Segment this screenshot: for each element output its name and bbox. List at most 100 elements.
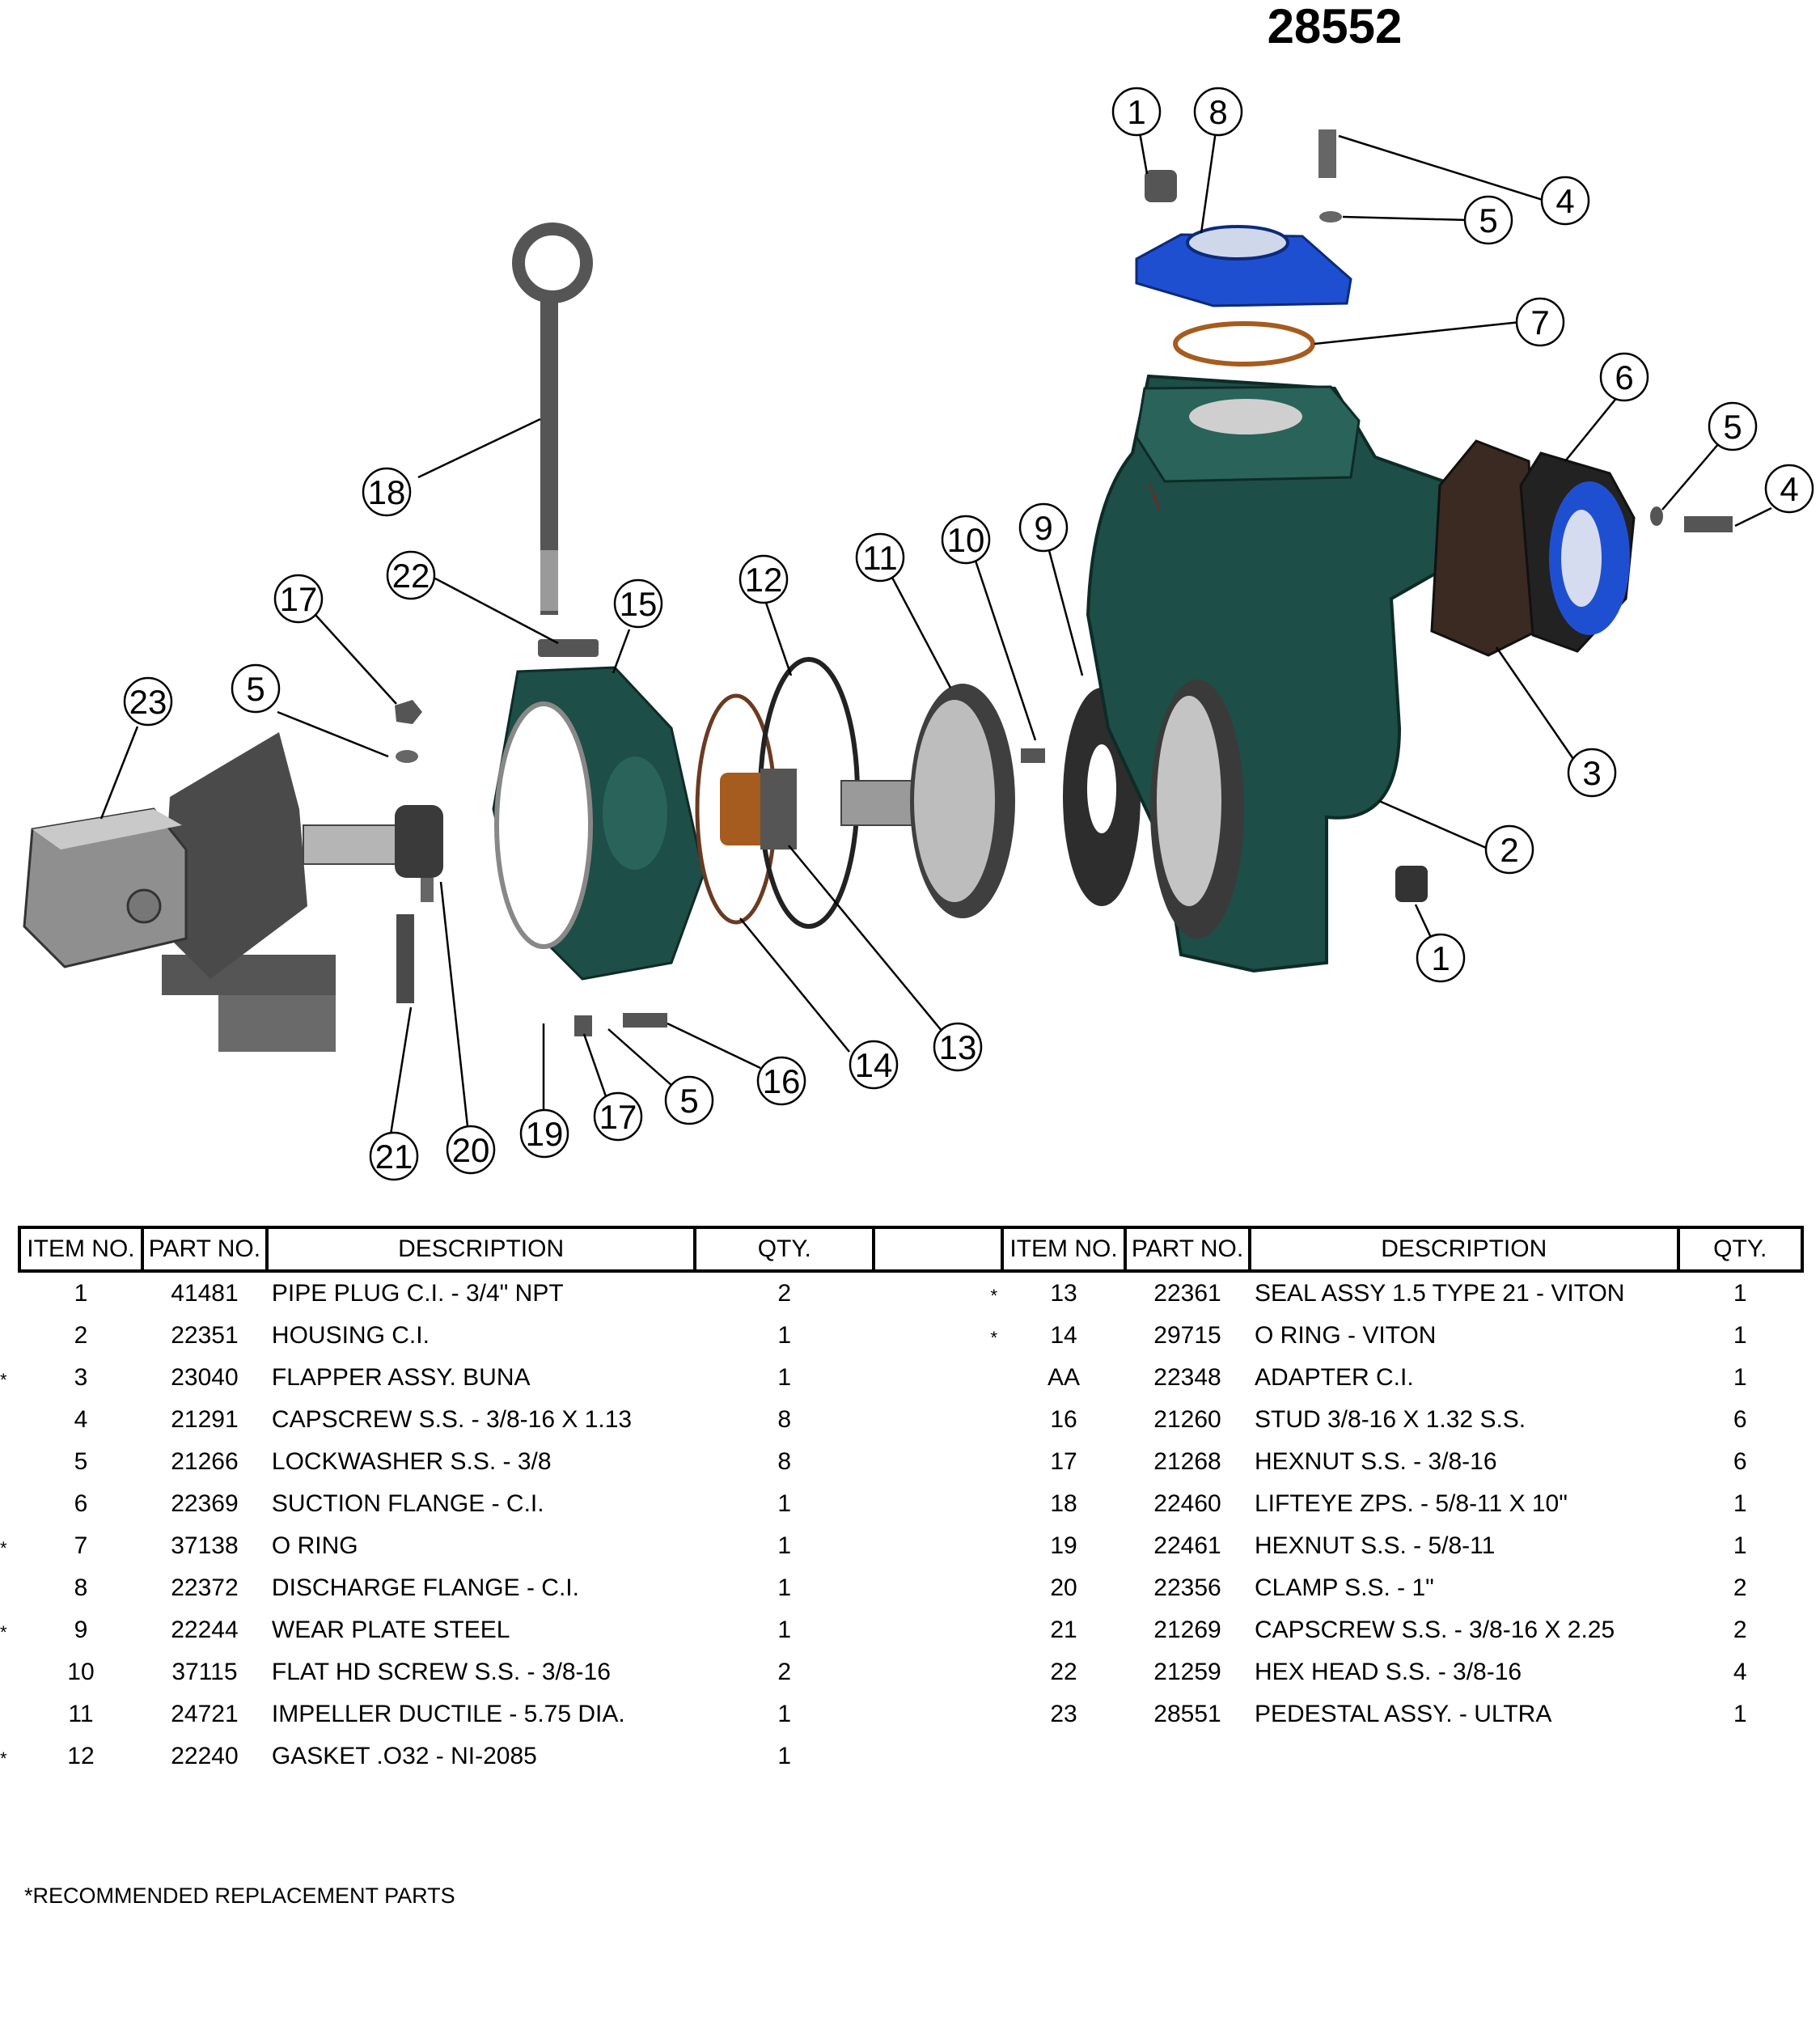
item-no-cell: *9 — [0, 1609, 142, 1651]
qty-cell: 6 — [1678, 1399, 1803, 1441]
callout-number: 20 — [452, 1131, 490, 1169]
qty-cell: 1 — [695, 1735, 874, 1778]
page-title: 28552 — [1267, 0, 1403, 53]
stud-part — [623, 1013, 667, 1028]
part-no-cell-text: 22361 — [1153, 1280, 1221, 1307]
qty-cell: 1 — [695, 1315, 874, 1357]
mark-cell — [874, 1441, 1002, 1483]
qty-cell: 1 — [695, 1693, 874, 1735]
part-no-cell-text: 22372 — [171, 1574, 239, 1601]
header-item-no: ITEM NO. — [1001, 1226, 1128, 1273]
part-no-cell: 21268 — [1125, 1441, 1250, 1483]
hexnut-part — [395, 700, 422, 724]
qty-cell-text: 1 — [1733, 1280, 1747, 1307]
item-no-cell-text: 6 — [74, 1490, 88, 1517]
item-no-cell: 23 — [1002, 1693, 1125, 1735]
description-cell-text: HEXNUT S.S. - 3/8-16 — [1254, 1448, 1497, 1475]
description-cell: SEAL ASSY 1.5 TYPE 21 - VITON — [1250, 1271, 1678, 1315]
adapter-part — [492, 666, 705, 981]
description-cell: HEX HEAD S.S. - 3/8-16 — [1250, 1651, 1678, 1693]
description-cell-text: CLAMP S.S. - 1" — [1254, 1574, 1434, 1601]
part-no-cell: 29715 — [1125, 1315, 1250, 1357]
description-cell: CAPSCREW S.S. - 3/8-16 X 2.25 — [1250, 1609, 1678, 1651]
item-no-cell-text: 22 — [1050, 1659, 1077, 1685]
item-no-cell-text: 7 — [74, 1532, 88, 1559]
qty-cell-text: 2 — [1733, 1617, 1747, 1643]
callout-circle — [231, 663, 281, 714]
qty-cell: 2 — [1678, 1567, 1803, 1609]
part-no-cell: 22460 — [1125, 1483, 1250, 1525]
part-no-cell-text: 22356 — [1153, 1574, 1221, 1601]
mark-cell: * — [874, 1315, 1002, 1357]
description-cell: LOCKWASHER S.S. - 3/8 — [267, 1441, 695, 1483]
part-no-cell: 24721 — [142, 1693, 267, 1735]
item-no-cell: 6 — [19, 1483, 142, 1525]
qty-cell: 8 — [695, 1441, 874, 1483]
mark-cell — [874, 1525, 1002, 1567]
part-no-cell: 21291 — [142, 1399, 267, 1441]
qty-cell: 1 — [695, 1357, 874, 1399]
description-cell: O RING — [267, 1525, 695, 1567]
item-no-cell-text: 14 — [1050, 1322, 1077, 1349]
header-qty: QTY. — [1676, 1226, 1804, 1273]
description-cell-text: WEAR PLATE STEEL — [271, 1617, 510, 1643]
part-no-cell: 22369 — [142, 1483, 267, 1525]
recommended-mark: * — [990, 1328, 998, 1348]
part-no-cell: 37115 — [142, 1651, 267, 1693]
callout-circle — [123, 676, 173, 727]
description-cell-text: O RING - VITON — [1254, 1322, 1437, 1349]
item-no-cell-text: 2 — [74, 1322, 88, 1349]
header-description: DESCRIPTION — [1247, 1226, 1680, 1273]
item-no-cell: *12 — [0, 1735, 142, 1778]
item-no-cell-text: 12 — [67, 1743, 95, 1769]
description-cell-text: LOCKWASHER S.S. - 3/8 — [271, 1448, 552, 1475]
callout-number: 16 — [763, 1062, 801, 1100]
qty-cell: 1 — [695, 1609, 874, 1651]
item-no-cell-text: 23 — [1050, 1701, 1077, 1727]
clamp-part — [395, 805, 443, 902]
part-no-cell: 37138 — [142, 1525, 267, 1567]
mark-cell — [874, 1609, 1002, 1651]
description-cell: FLAT HD SCREW S.S. - 3/8-16 — [267, 1651, 695, 1693]
callout-number: 4 — [1780, 470, 1798, 508]
callout-circle — [1018, 502, 1069, 553]
callout-circle — [593, 1091, 643, 1142]
item-no-cell-text: 10 — [67, 1659, 95, 1685]
qty-cell-text: 1 — [777, 1574, 792, 1601]
empty-cell — [1125, 1735, 1250, 1778]
item-no-cell: 16 — [1002, 1399, 1125, 1441]
capscrew-part — [1684, 516, 1733, 532]
item-no-cell-text: 19 — [1050, 1532, 1077, 1559]
callout-number: 5 — [679, 1082, 698, 1120]
qty-cell-text: 1 — [777, 1743, 792, 1769]
callout-circle — [1416, 933, 1466, 983]
qty-cell-text: 4 — [1733, 1659, 1747, 1685]
lockwasher-part — [1319, 211, 1342, 222]
discharge-o-ring-part — [1173, 321, 1315, 367]
mark-cell — [874, 1483, 1002, 1525]
item-no-cell-text: 3 — [74, 1364, 88, 1391]
callout-number: 23 — [129, 683, 167, 721]
description-cell: HEXNUT S.S. - 5/8-11 — [1250, 1525, 1678, 1567]
callout-number: 1 — [1127, 93, 1145, 131]
callout-circle — [362, 467, 412, 517]
callout-number: 17 — [280, 580, 318, 618]
callout-circle — [1515, 297, 1565, 347]
qty-cell: 1 — [695, 1483, 874, 1525]
header-part-no: PART NO. — [140, 1226, 269, 1273]
part-no-cell-text: 22351 — [171, 1322, 239, 1349]
header-qty: QTY. — [693, 1226, 876, 1273]
callout-circle — [1463, 195, 1513, 245]
qty-cell-text: 8 — [777, 1406, 792, 1433]
description-cell: WEAR PLATE STEEL — [267, 1609, 695, 1651]
description-cell: STUD 3/8-16 X 1.32 S.S. — [1250, 1399, 1678, 1441]
callout-number: 13 — [939, 1028, 977, 1066]
table-header-row: ITEM NO. PART NO. DESCRIPTION QTY. ITEM … — [18, 1226, 1804, 1273]
exploded-pump-diagram: ~~~ — [23, 87, 1814, 1181]
callout-circle — [1193, 87, 1243, 137]
header-spacer — [872, 1226, 1005, 1273]
callout-number: 5 — [1723, 408, 1742, 446]
qty-cell: 8 — [695, 1399, 874, 1441]
description-cell: CLAMP S.S. - 1" — [1250, 1567, 1678, 1609]
